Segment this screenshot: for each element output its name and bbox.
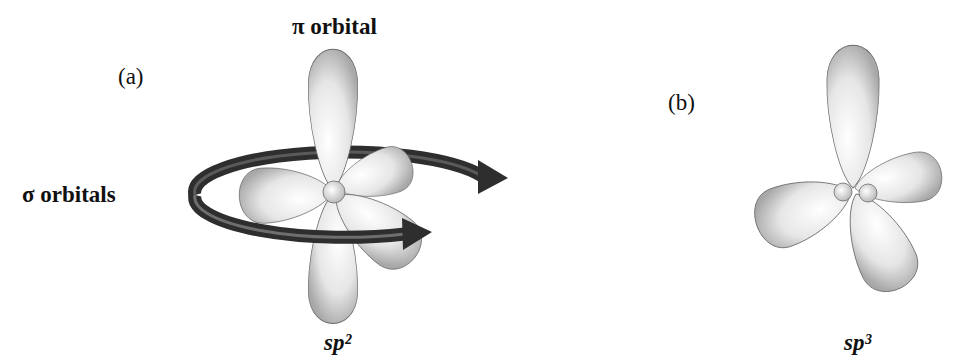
small-lobe: [834, 183, 852, 201]
sigma-lobe: [238, 164, 335, 224]
band-arrowhead: [402, 218, 432, 250]
sp3-lobe: [827, 45, 879, 188]
hybridization-label: sp³: [844, 330, 871, 355]
panel-label: (b): [668, 90, 695, 115]
small-lobe: [859, 184, 877, 202]
orbital-label: π orbital: [292, 14, 377, 39]
rotation-band: [195, 195, 405, 237]
orbital-label: σ orbitals: [22, 182, 116, 207]
nucleus: [323, 181, 345, 203]
sigma-lobe: [319, 174, 432, 279]
sp3-orbital: [747, 45, 946, 300]
panel-label: (a): [118, 64, 144, 89]
sp2-orbital: [195, 49, 508, 323]
pi-lobe: [308, 49, 357, 190]
band-arrowhead: [478, 160, 508, 194]
sp3-lobe: [830, 182, 927, 301]
sp3-lobe: [747, 163, 862, 255]
hybridization-label: sp²: [324, 330, 351, 355]
rotation-band-shade: [195, 195, 405, 237]
